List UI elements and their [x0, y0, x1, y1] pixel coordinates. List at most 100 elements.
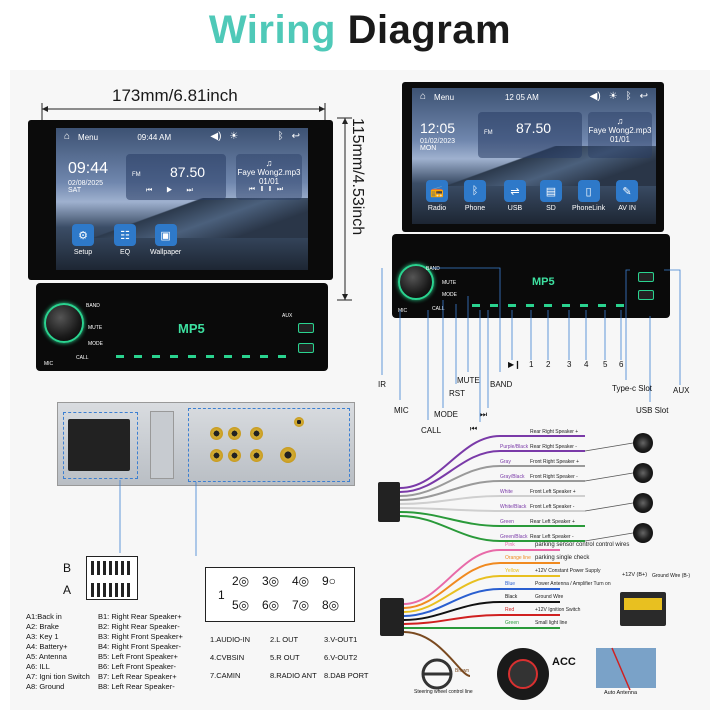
menu-label[interactable]: Menu — [434, 92, 455, 102]
radio-antenna-jack — [280, 447, 296, 463]
phonelink-icon: ▯ — [577, 180, 600, 202]
preset-buttons[interactable] — [116, 355, 286, 358]
call-label[interactable]: CALL — [76, 355, 89, 361]
speaker-wire-color: Green — [500, 519, 514, 525]
app-av-in[interactable]: ✎AV IN — [616, 180, 638, 212]
volume-icon[interactable]: ◀) — [589, 91, 601, 102]
mp5-label: MP5 — [178, 321, 205, 336]
power-wire-color: Brown — [455, 668, 470, 674]
usb-port[interactable] — [638, 272, 654, 282]
title-diagram: Diagram — [347, 8, 512, 52]
volume-knob[interactable] — [398, 264, 434, 300]
rca-jack — [210, 427, 223, 440]
home-icon[interactable]: ⌂ — [64, 131, 71, 142]
band-label[interactable]: BAND — [426, 266, 440, 272]
mic-label: MIC — [44, 361, 54, 367]
rca-pin: 2◎ — [232, 574, 250, 588]
b-pin: B8: Left Rear Speaker- — [98, 682, 175, 691]
power-wire-label: +12V Constant Power Supply — [535, 568, 601, 574]
speaker-lead — [584, 472, 634, 482]
rca-port: 6.V-OUT2 — [324, 653, 358, 662]
power-wire-label: Small light line — [535, 620, 568, 626]
right-music-widget[interactable]: ♫ Faye Wong2.mp3 01/01 — [588, 112, 652, 158]
power-wire-label: parking sensor control control wires — [535, 542, 630, 548]
width-dimension: 173mm/6.81inch — [112, 86, 238, 105]
b-pin: B4: Right Front Speaker- — [98, 642, 181, 651]
rca-port: 4.CVBSIN — [210, 653, 245, 662]
mp5-label: MP5 — [532, 276, 555, 288]
speaker-icon — [633, 493, 653, 513]
speaker-lead — [584, 502, 634, 512]
callout-num-6: 6 — [619, 360, 624, 369]
track-number: 01/01 — [258, 177, 280, 186]
music-controls-icon[interactable]: ⏮❙❙⏭ — [248, 186, 290, 193]
app-sd[interactable]: ▤SD — [540, 180, 562, 212]
home-icon[interactable]: ⌂ — [420, 91, 427, 102]
usb-port[interactable] — [298, 323, 314, 333]
fm-label: FM — [484, 130, 493, 136]
aux-label: AUX — [282, 313, 293, 319]
rca-jack — [228, 427, 241, 440]
power-wire — [403, 575, 560, 613]
power-wire-label: parking single check — [535, 555, 590, 561]
mute-label[interactable]: MUTE — [442, 280, 457, 286]
app-phonelink[interactable]: ▯PhoneLink — [572, 180, 605, 212]
speaker-wire-label: Front Right Speaker - — [530, 474, 578, 480]
rca-pin: 7◎ — [292, 598, 310, 612]
volume-knob[interactable] — [44, 303, 84, 343]
status-time: 12 05 AM — [504, 92, 539, 102]
usb-port-2[interactable] — [298, 343, 314, 353]
label-a: A — [63, 583, 72, 597]
callout-num-3: 3 — [567, 360, 572, 369]
callout-mute: MUTE — [457, 376, 480, 385]
app-usb[interactable]: ⇌USB — [504, 180, 526, 212]
speaker-wire-label: Front Left Speaker + — [530, 489, 576, 495]
left-radio-widget[interactable]: FM 87.50 ⏮▶⏭ — [126, 154, 226, 200]
back-icon[interactable]: ↩ — [639, 91, 649, 102]
radio-icon: 📻 — [426, 180, 448, 202]
power-wire-color: Orange line — [505, 555, 531, 561]
right-radio-widget[interactable]: FM 87.50 — [478, 112, 582, 158]
mode-label[interactable]: MODE — [88, 341, 103, 347]
app-label: AV IN — [618, 205, 636, 212]
rca-port: 8.DAB PORT — [324, 671, 369, 680]
frequency: 87.50 — [516, 120, 552, 136]
a-pin: A3: Key 1 — [26, 632, 59, 641]
b-plus-label: +12V (B+) — [622, 572, 648, 578]
mute-label[interactable]: MUTE — [88, 325, 103, 331]
a-pin: A2: Brake — [26, 622, 59, 631]
call-label[interactable]: CALL — [432, 306, 445, 312]
back-icon[interactable]: ↩ — [291, 131, 301, 142]
a-pin: A8: Ground — [26, 682, 65, 691]
speaker-icon — [633, 433, 653, 453]
preset-buttons[interactable] — [472, 304, 632, 307]
speaker-wire — [399, 507, 585, 512]
app-setup[interactable]: ⚙Setup — [72, 224, 94, 256]
app-radio[interactable]: 📻Radio — [426, 180, 448, 212]
app-eq[interactable]: ☷EQ — [114, 224, 136, 256]
right-status-bar: ⌂ Menu 12 05 AM ◀) ☀ ᛒ ↩ — [412, 88, 656, 106]
menu-label[interactable]: Menu — [78, 132, 99, 142]
right-head-unit-base: BAND MUTE MODE CALL MIC MP5 — [392, 234, 670, 318]
usb-port-2[interactable] — [638, 290, 654, 300]
power-wire-color: Pink — [505, 542, 515, 548]
brightness-icon[interactable]: ☀ — [229, 131, 239, 142]
app-wallpaper[interactable]: ▣Wallpaper — [150, 224, 181, 256]
speaker-wire-color: Gray/Black — [500, 474, 525, 480]
mode-label[interactable]: MODE — [442, 292, 457, 298]
callout-num-1: 1 — [529, 360, 534, 369]
callout-typec: Type-c Slot — [612, 384, 653, 393]
app-label: Setup — [73, 249, 93, 256]
brightness-icon[interactable]: ☀ — [608, 91, 618, 102]
power-plug — [380, 598, 404, 636]
radio-controls-icon[interactable]: ⏮▶⏭ — [146, 187, 207, 194]
speaker-icon — [633, 523, 653, 543]
rca-port: 1.AUDIO-IN — [210, 635, 251, 644]
rca-jack — [250, 427, 263, 440]
volume-icon[interactable]: ◀) — [210, 131, 222, 142]
left-music-widget[interactable]: ♫ Faye Wong2.mp3 01/01 ⏮❙❙⏭ — [236, 154, 302, 200]
eq-icon: ☷ — [114, 224, 136, 246]
